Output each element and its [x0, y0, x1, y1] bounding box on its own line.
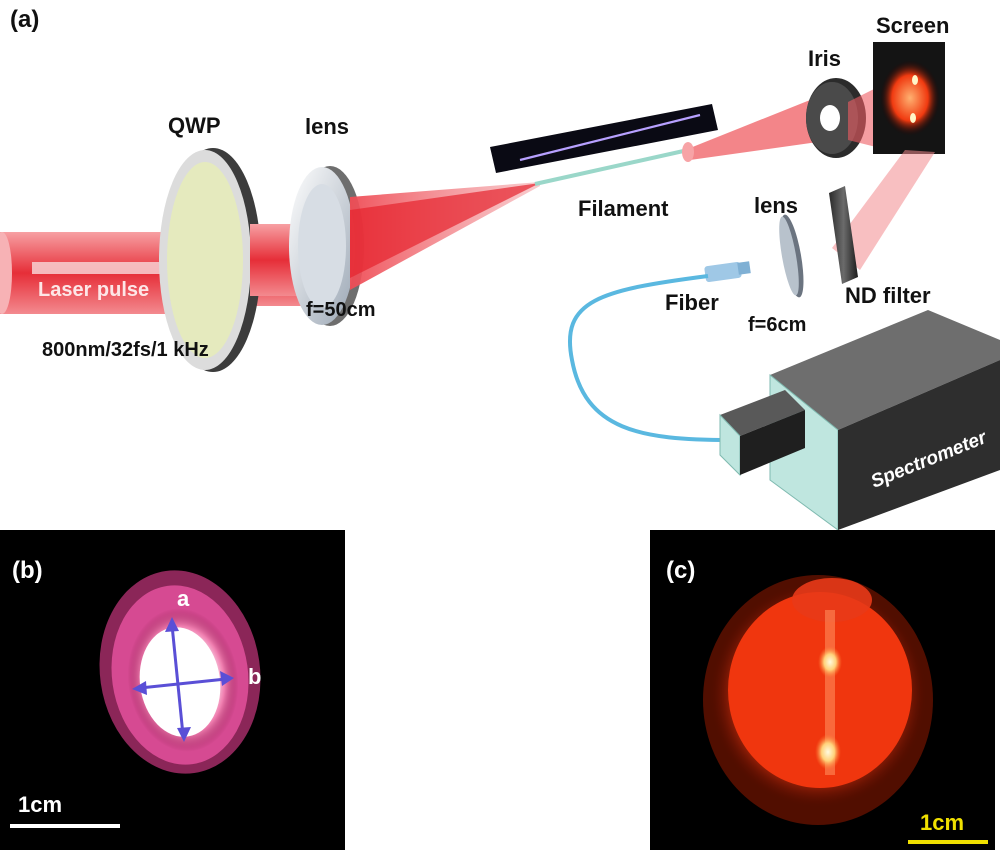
iris-label: Iris [808, 46, 841, 71]
axis-arrows [132, 617, 234, 742]
diverging-beam [685, 96, 832, 160]
qwp-plate [159, 148, 261, 372]
screen-label: Screen [876, 13, 949, 38]
panel-a: (a) Laser pulse QWP lens f=50cm [0, 6, 1000, 531]
laser-spec-label: 800nm/32fs/1 kHz [42, 339, 209, 361]
panel-b-scale-bar [10, 824, 120, 828]
screen [873, 42, 945, 154]
fiber-connector [704, 261, 751, 283]
lens1-focal-label: f=50cm [306, 299, 376, 321]
panel-c: (c) 1cm [650, 530, 995, 850]
fiber-cable [568, 274, 731, 442]
panel-c-scale-label: 1cm [920, 810, 964, 835]
qwp-label: QWP [168, 113, 221, 138]
axis-b-label: b [248, 664, 261, 689]
filament-label: Filament [578, 196, 669, 221]
lens1-label: lens [305, 114, 349, 139]
filament-line [534, 148, 689, 186]
panel-a-label: (a) [10, 6, 39, 33]
panel-b: (b) a b 1cm [0, 530, 345, 850]
filament-image [490, 104, 718, 173]
panel-c-label: (c) [666, 557, 695, 584]
lens2-focal-label: f=6cm [748, 314, 806, 336]
focusing-lens [289, 166, 364, 326]
nd-filter [829, 186, 858, 284]
panel-b-label: (b) [12, 557, 43, 584]
collection-lens [779, 214, 804, 298]
scattered-light [832, 150, 935, 270]
axis-a-label: a [177, 586, 190, 611]
laser-pulse-label: Laser pulse [38, 279, 149, 301]
spectrometer: Spectrometer [719, 310, 1000, 531]
panel-c-scale-bar [908, 840, 988, 844]
nd-filter-label: ND filter [845, 283, 931, 308]
fiber-label: Fiber [665, 290, 719, 315]
lens2-label: lens [754, 193, 798, 218]
panel-b-scale-label: 1cm [18, 792, 62, 817]
